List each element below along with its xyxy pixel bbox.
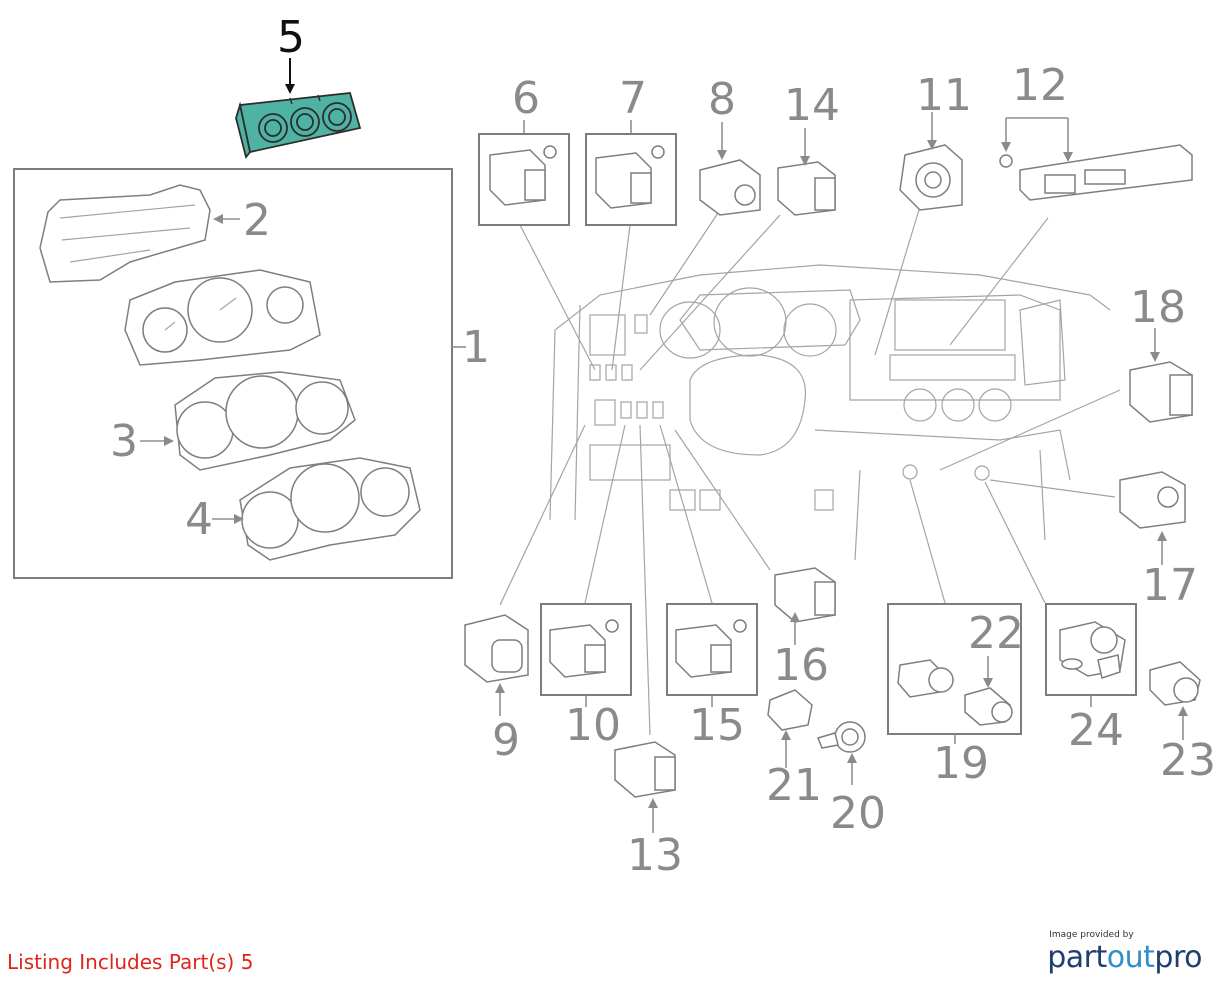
part-22-lighter[interactable] (964, 687, 1013, 726)
callout-11: 11 (916, 70, 972, 121)
part-15-switch[interactable] (675, 619, 747, 678)
part-14-switch[interactable] (777, 161, 836, 216)
brand-logo: partoutpro (1047, 940, 1202, 975)
part-3-cluster-lens[interactable] (174, 371, 356, 471)
brand-out: out (1106, 940, 1155, 975)
part-13-switch[interactable] (614, 741, 676, 798)
callout-21: 21 (766, 760, 822, 811)
part-11-headlight-switch[interactable] (899, 144, 963, 211)
part-6-switch[interactable] (489, 145, 557, 206)
part-17-switch[interactable] (1119, 471, 1186, 529)
part-16-switch[interactable] (774, 567, 836, 623)
part-10-switch[interactable] (549, 619, 619, 678)
callout-16: 16 (773, 640, 829, 691)
callout-3: 3 (110, 416, 138, 467)
dashboard-outline (549, 264, 1111, 561)
callout-4: 4 (185, 494, 213, 545)
callout-24: 24 (1068, 705, 1124, 756)
callout-19: 19 (933, 738, 989, 789)
part-6-box (478, 133, 570, 226)
callout-14: 14 (784, 80, 840, 131)
part-9-switch[interactable] (464, 614, 529, 683)
callout-5: 5 (277, 12, 305, 63)
part-7-switch[interactable] (595, 145, 665, 209)
part-23-outlet[interactable] (1149, 661, 1201, 706)
callout-18: 18 (1130, 282, 1186, 333)
callout-6: 6 (512, 73, 540, 124)
part-24-power-outlet[interactable] (1059, 621, 1126, 679)
callout-23: 23 (1160, 735, 1216, 786)
callout-13: 13 (627, 830, 683, 881)
cluster-gauges[interactable] (124, 269, 321, 366)
brand-part: part (1047, 940, 1107, 975)
callout-2: 2 (243, 195, 271, 246)
callout-1: 1 (462, 322, 490, 373)
callout-20: 20 (830, 788, 886, 839)
callout-8: 8 (708, 74, 736, 125)
part-18-aux-switch[interactable] (1129, 361, 1193, 423)
part-21-socket[interactable] (767, 689, 813, 731)
part-7-box (585, 133, 677, 226)
callout-9: 9 (492, 715, 520, 766)
listing-caption: Listing Includes Part(s) 5 (7, 950, 254, 974)
image-credit: Image provided by partoutpro (1047, 930, 1202, 975)
credit-provided-by: Image provided by (1049, 930, 1134, 940)
part-5-climate-control-panel[interactable] (235, 92, 362, 159)
callout-22: 22 (968, 608, 1024, 659)
part-8-dimmer-switch[interactable] (699, 159, 761, 216)
part-20-socket-ring[interactable] (816, 721, 866, 753)
part-19-lighter-socket[interactable] (897, 659, 954, 698)
callout-17: 17 (1142, 560, 1198, 611)
callout-10: 10 (565, 700, 621, 751)
part-4-cluster-trim[interactable] (239, 457, 421, 561)
brand-pro: pro (1154, 940, 1202, 975)
part-2-cluster-hood[interactable] (39, 184, 211, 283)
leader-lines (499, 189, 1121, 736)
callout-12: 12 (1012, 60, 1068, 111)
callout-7: 7 (619, 73, 647, 124)
cluster-group-box (13, 168, 453, 579)
callout-15: 15 (689, 700, 745, 751)
part-12-hazard-panel[interactable] (999, 144, 1193, 201)
